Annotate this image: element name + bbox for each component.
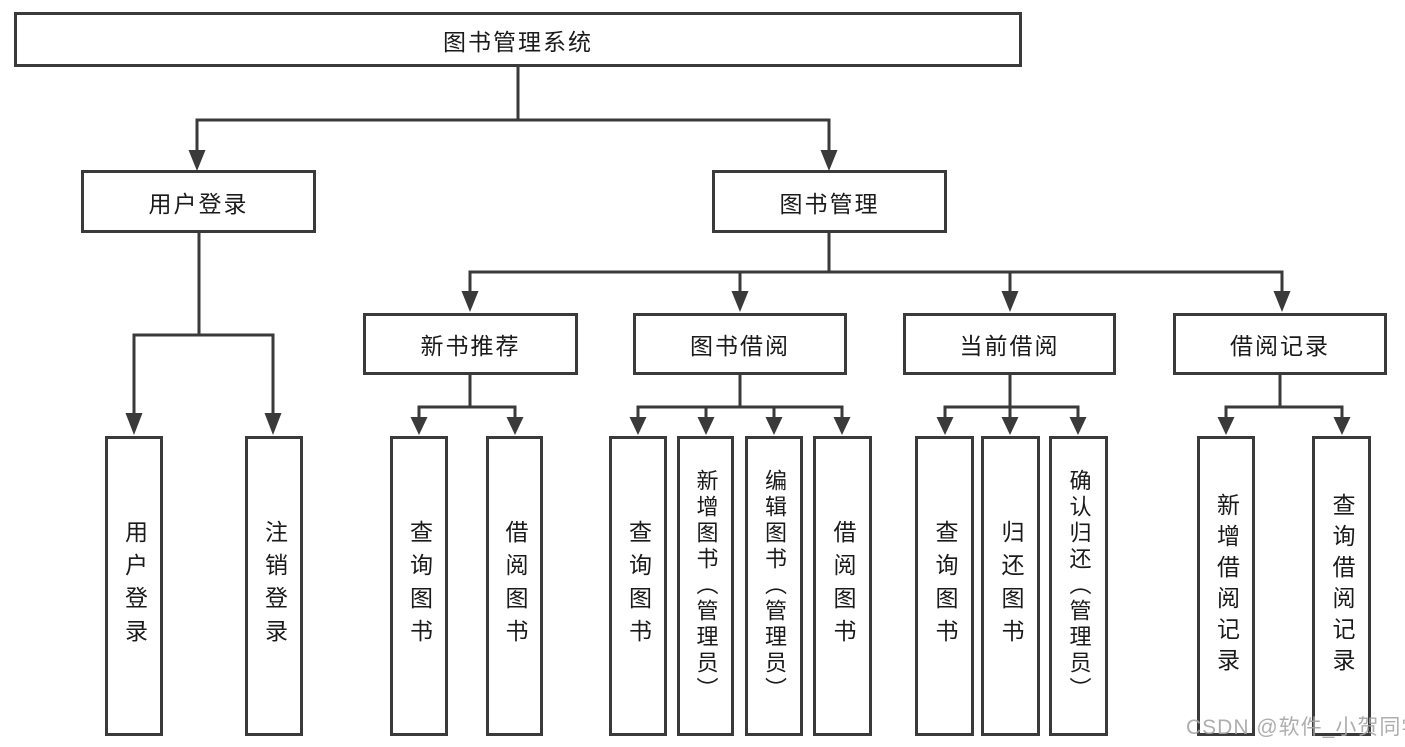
node-new-book-recommendation: 新书推荐 [363,313,578,375]
leaf-add-book-admin: 新增图书（管理员） [677,436,734,736]
node-root: 图书管理系统 [14,12,1022,67]
node-borrowing-records: 借阅记录 [1173,313,1387,375]
leaf-query-books-current: 查询图书 [915,436,974,736]
leaf-query-books-borrow: 查询图书 [609,436,667,736]
leaf-query-borrow-record: 查询借阅记录 [1312,436,1371,736]
leaf-logout: 注销登录 [245,436,303,736]
leaf-borrow-books-borrow: 借阅图书 [813,436,872,736]
leaf-borrow-books-recommend: 借阅图书 [486,436,543,736]
book-management-branch-connector [461,231,1291,312]
leaf-edit-book-admin: 编辑图书（管理员） [745,436,803,736]
borrowing-children-connector [629,373,851,435]
leaf-return-book: 归还图书 [981,436,1040,736]
node-book-borrowing: 图书借阅 [633,313,847,375]
user-login-branch-connector [125,231,282,435]
records-children-connector [1217,373,1351,435]
csdn-watermark: CSDN @软件_小贺同学 [1186,716,1405,739]
root-branch-connector [188,65,838,171]
leaf-confirm-return-admin: 确认归还（管理员） [1049,436,1108,736]
leaf-user-login: 用户登录 [105,436,163,736]
leaf-query-books-recommend: 查询图书 [390,436,448,736]
leaf-add-borrow-record: 新增借阅记录 [1197,436,1255,736]
node-user-login: 用户登录 [81,170,316,233]
recommendation-children-connector [410,373,524,435]
node-book-management: 图书管理 [712,170,947,233]
node-current-borrowing: 当前借阅 [903,313,1116,375]
current-borrowing-children-connector [936,373,1087,435]
